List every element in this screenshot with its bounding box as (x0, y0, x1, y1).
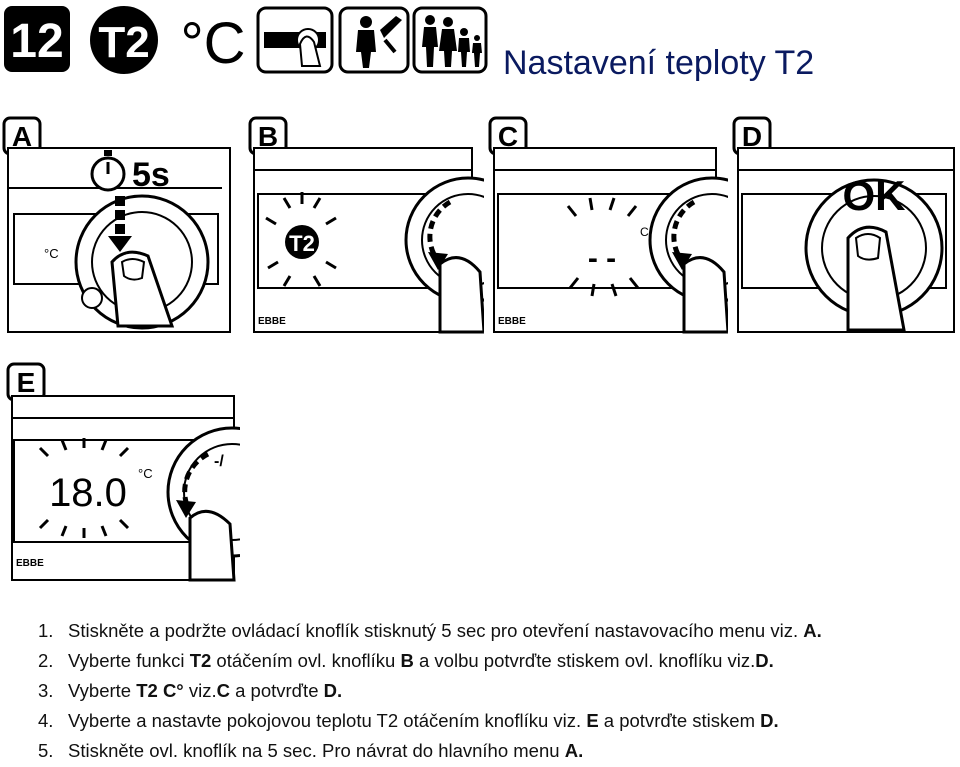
panel-e-display: 18.0 (49, 471, 127, 515)
step-text: Vyberte a nastavte pokojovou teplotu T2 … (68, 710, 779, 731)
panel-b-brand: EBBE (258, 316, 286, 327)
press-arrow-icon (108, 196, 132, 252)
family-icon (412, 6, 488, 74)
step-bold-ref: C (216, 680, 230, 701)
panel-b: B T2 EBBE (248, 116, 484, 334)
panel-e: E 18.0 °C EBBE -/ (6, 362, 240, 582)
step-item: 1. Stiskněte a podržte ovládací knoflík s… (38, 620, 822, 642)
rotate-arrow-icon (427, 199, 452, 260)
step-item: 2. Vyberte funkci T2 otáčením ovl. knoflí… (38, 650, 774, 672)
step-item: 4. Vyberte a nastavte pokojovou teplotu T… (38, 710, 779, 732)
step-text-part: a volbu potvrďte stiskem ovl. knoflíku v… (413, 650, 756, 671)
step-number: 1. (38, 620, 54, 641)
installer-icon (338, 6, 410, 74)
step-text-part: a potvrďte (229, 680, 324, 701)
header-icons: 12 T2 °C (4, 6, 488, 76)
t2-display-icon (285, 225, 319, 259)
panel-c-unit: C (640, 225, 649, 239)
panel-d-ok: OK (843, 172, 906, 219)
step-bold-ref: A. (803, 620, 822, 641)
step-text-part: Vyberte a nastavte pokojovou teplotu T2 … (68, 710, 587, 731)
celsius-icon: °C (180, 11, 245, 76)
step-bold-ref: D. (760, 710, 779, 731)
icon-celsius-text: °C (180, 11, 245, 76)
step-bold-ref: T2 C° (136, 680, 184, 701)
step-text-part: Stiskněte a podržte ovládací knoflík sti… (68, 620, 804, 641)
step-number: 2. (38, 650, 54, 671)
step-number: 5. (38, 740, 54, 761)
step-text: Stiskněte a podržte ovládací knoflík sti… (68, 620, 822, 641)
panel-b-display: T2 (289, 231, 315, 256)
panel-e-brand: EBBE (16, 558, 44, 569)
step-bold-ref: D. (755, 650, 774, 671)
panel-e-knob-symbol: -/ (214, 453, 224, 470)
page-title: Nastavení teploty T2 (503, 44, 815, 82)
step-text: Vyberte T2 C° viz.C a potvrďte D. (68, 680, 342, 701)
panel-c-display: - - (588, 242, 616, 275)
rotate-arrow-icon (182, 451, 210, 503)
blink-rays-icon (38, 438, 130, 538)
panel-a: A °C 5s (2, 116, 231, 333)
step-text-part: Vyberte funkci (68, 650, 190, 671)
blink-rays-icon (265, 192, 337, 287)
step-text-part: Vyberte (68, 680, 137, 701)
step-text: Vyberte funkci T2 otáčením ovl. knoflíku… (68, 650, 774, 671)
step-text-part: viz. (183, 680, 217, 701)
icon-12-text: 12 (10, 15, 63, 68)
step-text-part: otáčením ovl. knoflíku (211, 650, 401, 671)
panel-c: C - - C EBBE (488, 116, 728, 334)
step-text-part: Stiskněte ovl. knoflík na 5 sec. Pro náv… (68, 740, 565, 761)
panel-a-timer: 5s (132, 156, 170, 194)
blink-rays-icon (566, 197, 640, 297)
finger-icon (682, 256, 728, 334)
t2-icon: T2 (90, 6, 158, 74)
panel-a-letter: A (12, 121, 32, 152)
step-bold-ref: D. (323, 680, 343, 701)
panel-d: D OK (732, 116, 955, 333)
icon-t2-text: T2 (98, 18, 149, 67)
panel-e-letter: E (17, 367, 36, 398)
step-number: 4. (38, 710, 54, 731)
panel-c-letter: C (498, 121, 518, 152)
rotate-arrow-icon (671, 199, 696, 260)
panel-c-brand: EBBE (498, 316, 526, 327)
step-text-part: a potvrďte stiskem (598, 710, 761, 731)
step-number: 3. (38, 680, 54, 701)
finger-icon (438, 256, 484, 334)
finger-icon (188, 509, 236, 582)
panel-b-letter: B (258, 121, 278, 152)
panel-d-letter: D (742, 121, 762, 152)
program-12-icon: 12 (4, 6, 70, 72)
press-button-icon (256, 6, 334, 74)
step-item: 3. Vyberte T2 C° viz.C a potvrďte D. (38, 680, 342, 702)
panel-e-unit: °C (138, 466, 153, 481)
panel-a-unit: °C (44, 246, 59, 261)
stopwatch-icon (90, 150, 126, 192)
step-text: Stiskněte ovl. knoflík na 5 sec. Pro náv… (68, 740, 583, 761)
step-bold-ref: A. (564, 740, 584, 761)
step-bold-ref: B (400, 650, 414, 671)
step-bold-ref: T2 (189, 650, 212, 671)
step-bold-ref: E (586, 710, 599, 731)
step-item: 5. Stiskněte ovl. knoflík na 5 sec. Pro n… (38, 740, 583, 762)
